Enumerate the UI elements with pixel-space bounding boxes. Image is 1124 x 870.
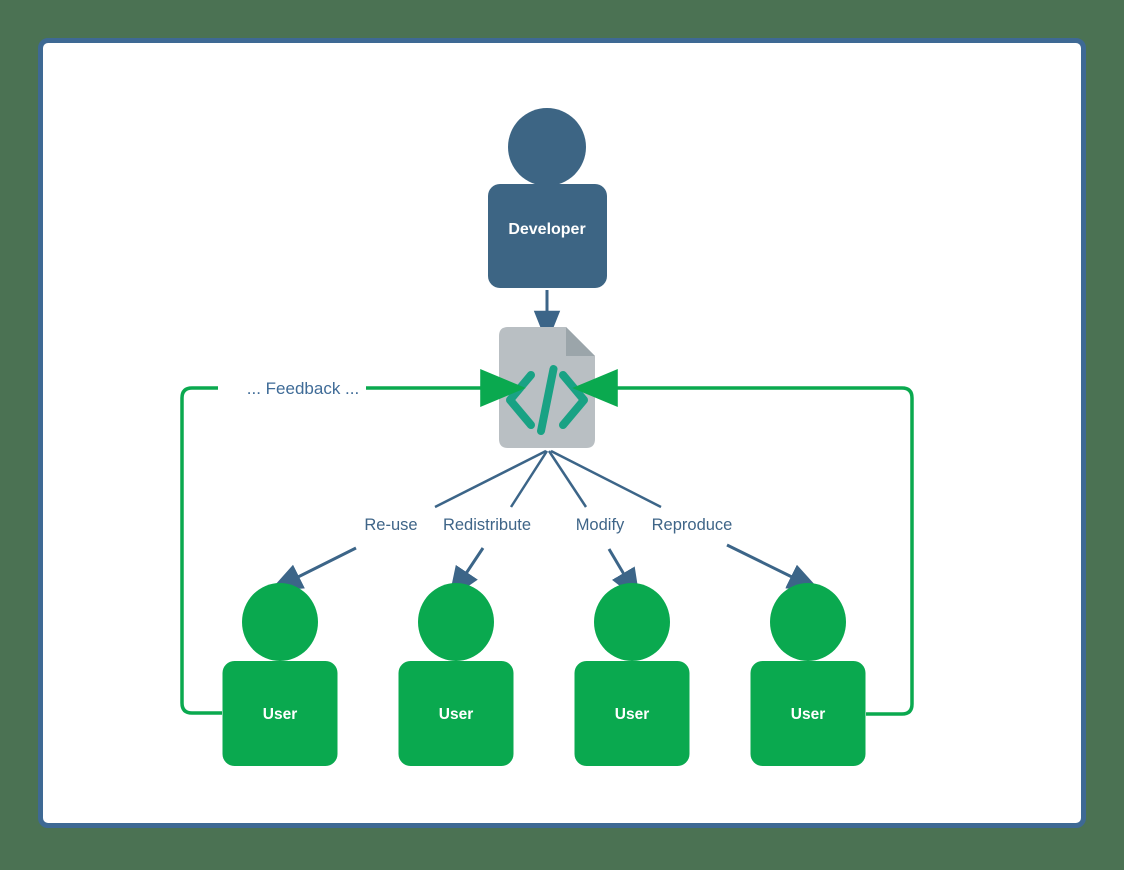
person-body	[222, 661, 338, 766]
feedback-loop-left	[180, 369, 526, 715]
open-source-flow-diagram: Developer ... Feedback ...	[180, 108, 914, 766]
user-label: User	[439, 706, 473, 723]
fan-line-modify	[547, 450, 588, 508]
action-label-modify: Modify	[576, 516, 625, 534]
user-node-1: User	[222, 583, 338, 766]
user-node-3: User	[574, 583, 690, 766]
action-label-reuse: Re-use	[364, 516, 417, 534]
fan-line-reuse	[434, 449, 547, 509]
user-label: User	[615, 706, 649, 723]
action-arrows	[269, 543, 821, 602]
diagram-card: Developer ... Feedback ...	[38, 38, 1086, 828]
feedback-line-left	[180, 386, 222, 715]
fan-line-reproduce	[550, 449, 662, 509]
action-arrow-redistribute	[448, 547, 485, 600]
person-body	[398, 661, 514, 766]
action-fan-lines	[434, 449, 662, 509]
action-arrow-reproduce	[726, 543, 821, 592]
user-node-4: User	[750, 583, 866, 766]
user-node-2: User	[398, 583, 514, 766]
person-icon	[770, 583, 846, 661]
action-arrow-reuse	[269, 546, 357, 592]
person-icon	[508, 108, 586, 186]
code-file-icon	[499, 327, 595, 448]
person-icon	[418, 583, 494, 661]
user-label: User	[791, 706, 825, 723]
developer-node: Developer	[488, 108, 607, 288]
person-body	[574, 661, 690, 766]
fan-line-redistribute	[509, 450, 549, 508]
user-label: User	[263, 706, 297, 723]
person-body	[750, 661, 866, 766]
person-body	[488, 184, 607, 288]
feedback-label: ... Feedback ...	[247, 379, 359, 398]
action-arrow-modify	[607, 548, 641, 602]
action-label-redistribute: Redistribute	[443, 516, 531, 534]
person-icon	[594, 583, 670, 661]
document-fold-corner	[566, 327, 595, 356]
feedback-loop-right	[572, 369, 914, 716]
person-icon	[242, 583, 318, 661]
action-label-reproduce: Reproduce	[652, 516, 733, 534]
developer-label: Developer	[508, 221, 585, 238]
